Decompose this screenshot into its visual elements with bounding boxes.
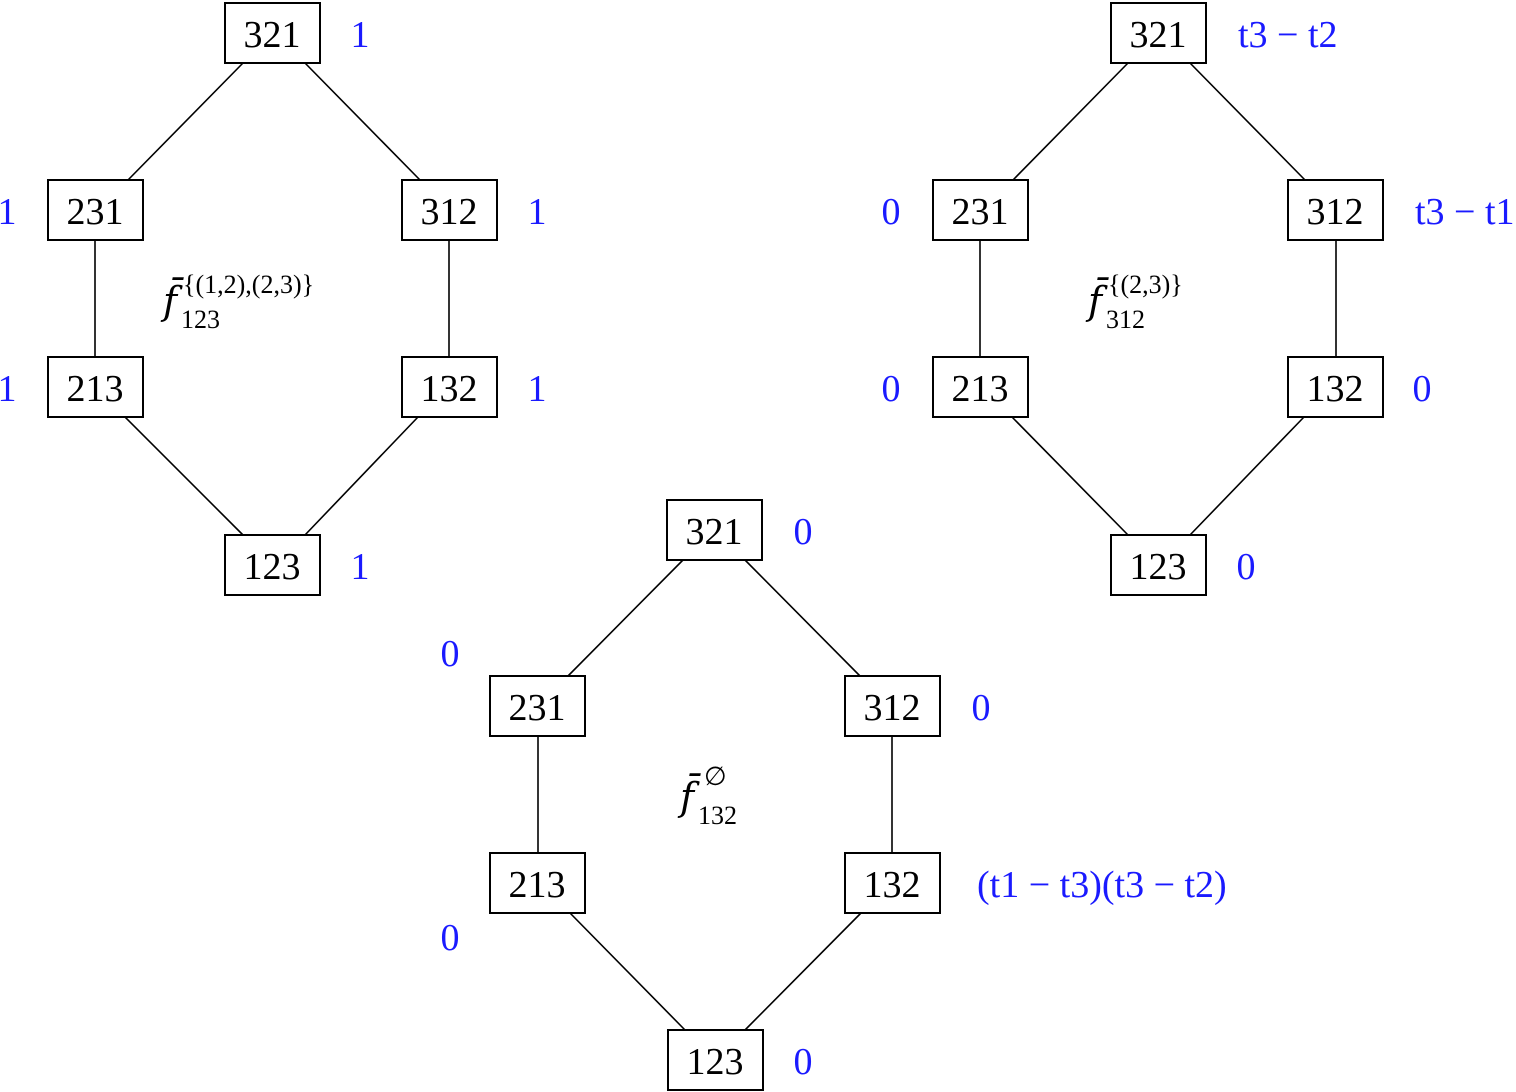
node-132: 132 — [401, 356, 498, 418]
node-value: 1 — [528, 191, 547, 233]
edge — [1189, 416, 1305, 536]
node-231: 231 — [489, 675, 586, 737]
node-123: 123 — [667, 1029, 764, 1091]
function-subscript: 312 — [1106, 305, 1145, 334]
edge — [1011, 416, 1129, 536]
node-213: 213 — [932, 356, 1029, 418]
edge — [567, 559, 684, 677]
edge — [744, 559, 861, 677]
node-label: 312 — [421, 191, 478, 233]
node-value: 0 — [1237, 546, 1256, 588]
lattice-diagram-1: 321 1 231 1 312 1 213 1 132 1 123 1 f̄ — [0, 2, 547, 596]
node-213: 213 — [47, 356, 144, 418]
function-superscript: {(1,2),(2,3)} — [183, 270, 314, 299]
edge — [127, 62, 244, 181]
node-312: 312 — [844, 675, 941, 737]
node-label: 132 — [1307, 368, 1364, 410]
lattice-diagram-3: 321 0 231 0 312 0 213 0 132 (t1 − t3)(t3… — [441, 499, 1227, 1091]
function-subscript: 132 — [698, 801, 737, 830]
node-123: 123 — [1110, 534, 1207, 596]
node-label: 231 — [67, 191, 124, 233]
node-value: t3 − t2 — [1238, 14, 1338, 56]
node-value: 1 — [0, 191, 17, 233]
node-321: 321 — [666, 499, 763, 561]
node-value: 1 — [351, 14, 370, 56]
node-label: 312 — [1307, 191, 1364, 233]
node-value: 0 — [882, 368, 901, 410]
node-label: 123 — [244, 546, 301, 588]
node-132: 132 — [844, 852, 941, 914]
node-label: 132 — [421, 368, 478, 410]
edge — [304, 416, 419, 536]
function-label: f̄ 312 {(2,3)} — [1085, 270, 1183, 334]
node-value: 1 — [528, 368, 547, 410]
node-label: 321 — [1130, 14, 1187, 56]
node-value: 0 — [441, 917, 460, 959]
node-312: 312 — [1287, 179, 1384, 241]
node-label: 213 — [952, 368, 1009, 410]
node-value: 0 — [882, 191, 901, 233]
function-label: f̄ 132 ∅ — [677, 762, 737, 830]
node-321: 321 — [1110, 2, 1207, 64]
function-superscript: {(2,3)} — [1108, 270, 1183, 299]
node-label: 231 — [952, 191, 1009, 233]
node-label: 123 — [1130, 546, 1187, 588]
node-value: 1 — [351, 546, 370, 588]
edge — [1189, 62, 1306, 181]
node-213: 213 — [489, 852, 586, 914]
edge — [1012, 62, 1129, 181]
node-label: 213 — [509, 864, 566, 906]
node-231: 231 — [932, 179, 1029, 241]
node-231: 231 — [47, 179, 144, 241]
node-value: 0 — [441, 633, 460, 675]
node-312: 312 — [401, 179, 498, 241]
edge — [304, 62, 421, 181]
function-label: f̄ 123 {(1,2),(2,3)} — [160, 270, 314, 334]
edge — [124, 416, 244, 536]
node-value: 0 — [1413, 368, 1432, 410]
function-superscript: ∅ — [704, 762, 727, 791]
node-label: 123 — [687, 1041, 744, 1083]
node-132: 132 — [1287, 356, 1384, 418]
node-label: 321 — [244, 14, 301, 56]
node-321: 321 — [224, 2, 321, 64]
node-label: 312 — [864, 687, 921, 729]
node-label: 213 — [67, 368, 124, 410]
node-label: 132 — [864, 864, 921, 906]
node-123: 123 — [224, 534, 321, 596]
edge — [569, 912, 686, 1031]
node-value: (t1 − t3)(t3 − t2) — [977, 864, 1227, 906]
node-label: 231 — [509, 687, 566, 729]
node-value: t3 − t1 — [1415, 191, 1515, 233]
node-value: 0 — [794, 1041, 813, 1083]
node-value: 0 — [794, 511, 813, 553]
lattice-diagram-2: 321 t3 − t2 231 0 312 t3 − t1 213 0 132 … — [882, 2, 1515, 596]
function-subscript: 123 — [181, 305, 220, 334]
edge — [744, 912, 862, 1031]
node-label: 321 — [686, 511, 743, 553]
node-value: 0 — [972, 687, 991, 729]
node-value: 1 — [0, 368, 17, 410]
